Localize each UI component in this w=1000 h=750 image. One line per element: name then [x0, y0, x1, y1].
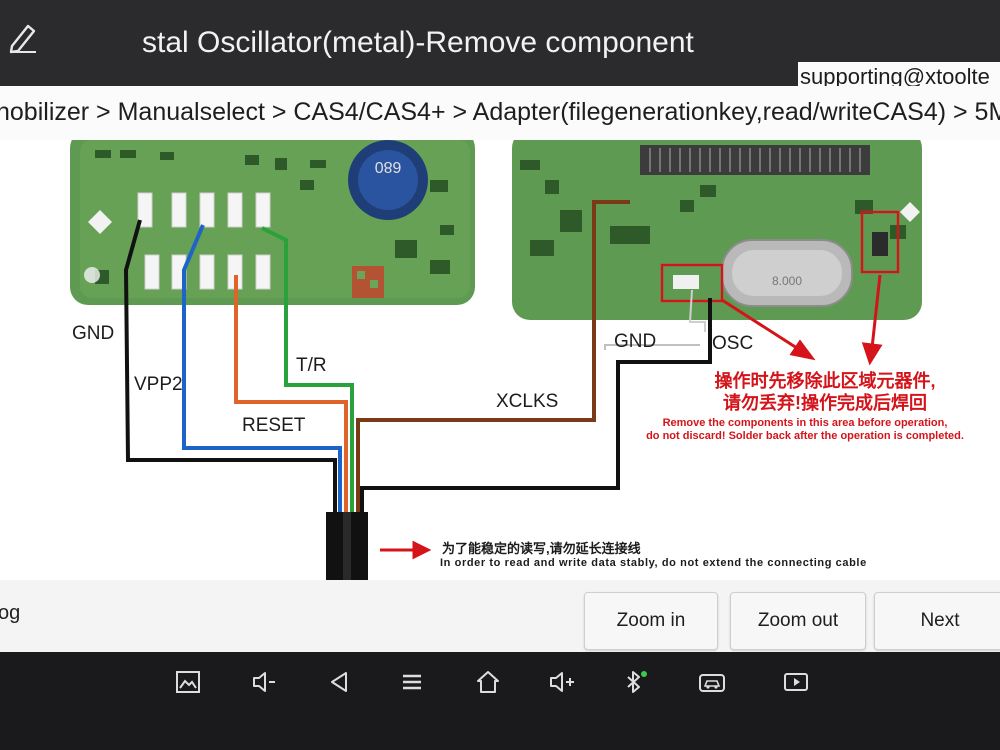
log-label[interactable]: og [0, 602, 21, 624]
wire-gnd-left [123, 219, 337, 580]
connector-strip [640, 145, 870, 175]
zoom-in-button[interactable]: Zoom in [584, 592, 718, 650]
warning-en-line1: Remove the components in this area befor… [662, 417, 948, 429]
capacitor-label: 680 [375, 158, 402, 175]
screenshot-icon[interactable] [174, 668, 202, 696]
volume-down-icon[interactable] [250, 668, 278, 696]
wire-vpp2 [182, 224, 342, 580]
left-pcb-fiducial [88, 210, 112, 234]
wiring-diagram[interactable]: 680 8.000 [0, 140, 1000, 580]
title-bar: stal Oscillator(metal)-Remove component [0, 0, 1000, 86]
label-tr: T/R [296, 355, 327, 376]
component-highlight-box [860, 210, 900, 274]
wire-reset [234, 275, 348, 580]
diagram-canvas: 680 8.000 [70, 140, 922, 580]
label-gnd-left: GND [72, 323, 115, 344]
menu-icon[interactable] [398, 668, 426, 696]
breadcrumb-bar: nobilizer > Manualselect > CAS4/CAS4+ > … [0, 86, 1000, 138]
cable-note-en: In order to read and write data stably, … [440, 557, 867, 569]
left-pcb-traces [95, 150, 454, 284]
warning-en-line2: do not discard! Solder back after the op… [646, 430, 964, 442]
bluetooth-icon[interactable] [620, 668, 648, 696]
action-bar: og Zoom in Zoom out Next [0, 580, 1000, 652]
warning-cn-line2: 请勿丢弃!操作完成后焊回 [723, 393, 927, 413]
next-button[interactable]: Next [874, 592, 1000, 650]
wire-xclks [356, 200, 630, 580]
breadcrumb: nobilizer > Manualselect > CAS4/CAS4+ > … [0, 98, 1000, 126]
screen-record-icon[interactable] [782, 668, 810, 696]
label-vpp2: VPP2 [134, 374, 183, 395]
label-gnd-right: GND [614, 331, 657, 352]
label-reset: RESET [242, 415, 306, 436]
label-osc: OSC [712, 333, 754, 354]
left-pcb-pads [137, 192, 271, 290]
warning-en: Remove the components in this area befor… [625, 417, 985, 443]
page-title: stal Oscillator(metal)-Remove component [142, 26, 694, 59]
system-nav-bar [0, 652, 1000, 750]
wire-tr [261, 226, 354, 580]
wire-gnd-right [360, 298, 712, 580]
warning-cn-line1: 操作时先移除此区域元器件, [714, 371, 936, 391]
cable-note-cn: 为了能稳定的读写,请勿延长连接线 [442, 541, 641, 556]
warning-cn: 操作时先移除此区域元器件, 请勿丢弃!操作完成后焊回 [660, 370, 990, 414]
wire-osc [688, 289, 706, 332]
back-icon[interactable] [326, 668, 354, 696]
home-icon[interactable] [474, 668, 502, 696]
label-xclks: XCLKS [496, 391, 559, 412]
warning-arrows [380, 274, 883, 560]
zoom-out-button[interactable]: Zoom out [730, 592, 866, 650]
pencil-icon[interactable] [6, 20, 40, 54]
volume-up-icon[interactable] [548, 668, 576, 696]
vci-car-icon[interactable] [698, 668, 726, 696]
crystal-marking: 8.000 [772, 274, 802, 288]
